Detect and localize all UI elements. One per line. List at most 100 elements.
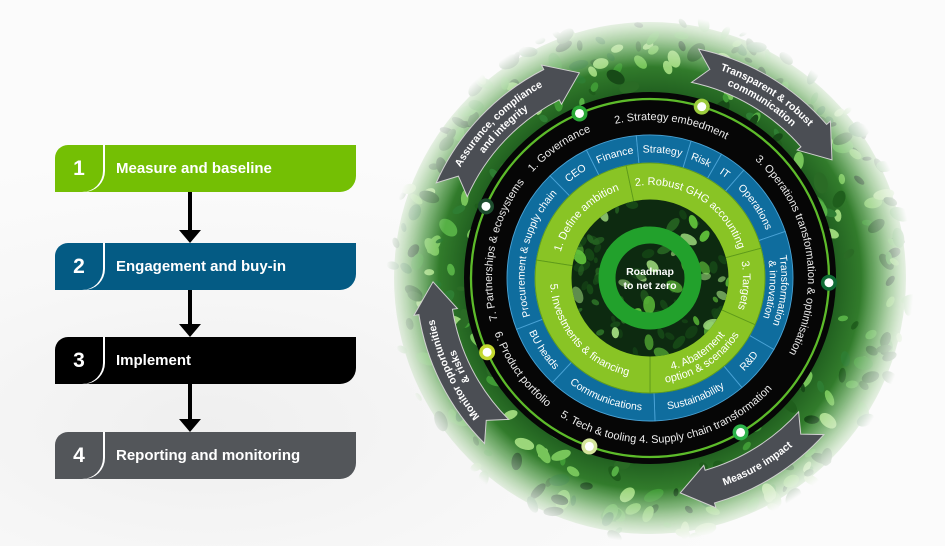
leaf: [535, 37, 546, 45]
leaf: [879, 253, 894, 270]
leaf: [695, 522, 717, 536]
leaf: [678, 40, 686, 52]
leaf: [468, 100, 484, 111]
leaf: [619, 487, 635, 503]
leaf: [657, 328, 665, 339]
milestone-dot-center: [584, 441, 594, 451]
leaf: [688, 214, 698, 229]
leaf: [419, 190, 440, 204]
leaf: [543, 506, 564, 517]
leaf: [643, 296, 656, 314]
milestone-dots: [477, 98, 837, 455]
leaf: [446, 128, 456, 141]
leaf: [411, 253, 424, 271]
leaf: [593, 257, 598, 264]
leaf: [783, 474, 799, 488]
milestone-dot: [479, 344, 496, 361]
leaf: [530, 483, 546, 499]
leaf: [642, 506, 654, 523]
leaf: [744, 57, 753, 63]
leaf: [882, 371, 898, 384]
leaf: [595, 36, 606, 45]
leaf: [596, 329, 605, 336]
milestone-dot-center: [482, 347, 492, 357]
leaf: [889, 258, 899, 266]
leaf: [407, 244, 420, 258]
leaf: [646, 31, 660, 45]
leaf: [666, 217, 680, 233]
leaf: [739, 31, 747, 37]
leaf: [666, 280, 683, 293]
leaf: [439, 218, 458, 237]
step-number-tab: 1: [55, 145, 103, 192]
leaf: [536, 444, 551, 464]
leaf: [619, 81, 640, 94]
step-number-tab: 2: [55, 243, 103, 290]
leaf: [476, 72, 487, 85]
leaf: [607, 530, 622, 543]
leaf: [684, 505, 693, 514]
leaf: [742, 441, 751, 451]
step-measure-and-baseline: 1 Measure and baseline: [55, 145, 356, 192]
leaf: [679, 209, 687, 220]
leaf: [681, 319, 688, 324]
leaf: [861, 371, 880, 383]
leaf: [705, 506, 720, 516]
milestone-dot: [732, 424, 749, 441]
leaf: [840, 351, 851, 367]
leaf: [804, 448, 816, 458]
leaf: [410, 193, 423, 205]
leaf: [401, 222, 407, 233]
center-label-line-2: to net zero: [623, 280, 676, 292]
leaf: [653, 347, 670, 357]
leaf: [813, 172, 828, 194]
leaf: [834, 209, 842, 222]
leaf: [867, 218, 885, 234]
leaf: [832, 190, 846, 208]
step-bar: [83, 145, 356, 192]
leaf: [865, 345, 878, 356]
leaf: [678, 18, 687, 28]
milestone-dot: [477, 198, 494, 215]
leaf: [853, 356, 873, 370]
leaf: [397, 345, 408, 354]
leaf: [398, 191, 406, 200]
leaf: [610, 321, 621, 328]
leaf: [586, 284, 594, 295]
leaf: [641, 249, 655, 259]
leaf: [816, 106, 826, 116]
leaf: [483, 449, 493, 457]
leaf: [566, 466, 580, 477]
leaf: [843, 107, 852, 115]
leaf: [522, 48, 537, 57]
leaf: [674, 31, 689, 40]
step-bar: [83, 243, 356, 290]
leaf: [401, 183, 416, 194]
leaf: [864, 197, 883, 209]
leaf: [454, 316, 470, 333]
leaf: [539, 114, 548, 123]
leaf: [896, 332, 903, 343]
leaf: [611, 44, 624, 53]
flow-arrow-head-icon: [179, 324, 201, 337]
leaf: [804, 415, 820, 424]
leaf: [672, 335, 686, 349]
leaf: [606, 69, 625, 85]
leaf: [675, 528, 691, 538]
leaf: [500, 76, 509, 90]
step-number-tab: 3: [55, 337, 103, 384]
leaf: [586, 234, 594, 244]
leaf: [662, 60, 673, 75]
leaf: [849, 149, 862, 160]
leaf: [833, 132, 853, 146]
flow-arrow-shaft: [188, 192, 192, 232]
leaf: [803, 469, 814, 477]
leaf: [717, 276, 726, 283]
leaf: [405, 317, 414, 330]
leaf: [415, 392, 422, 401]
leaf: [883, 197, 898, 207]
leaf: [732, 40, 742, 48]
leaf: [889, 207, 911, 222]
leaf: [447, 263, 455, 276]
